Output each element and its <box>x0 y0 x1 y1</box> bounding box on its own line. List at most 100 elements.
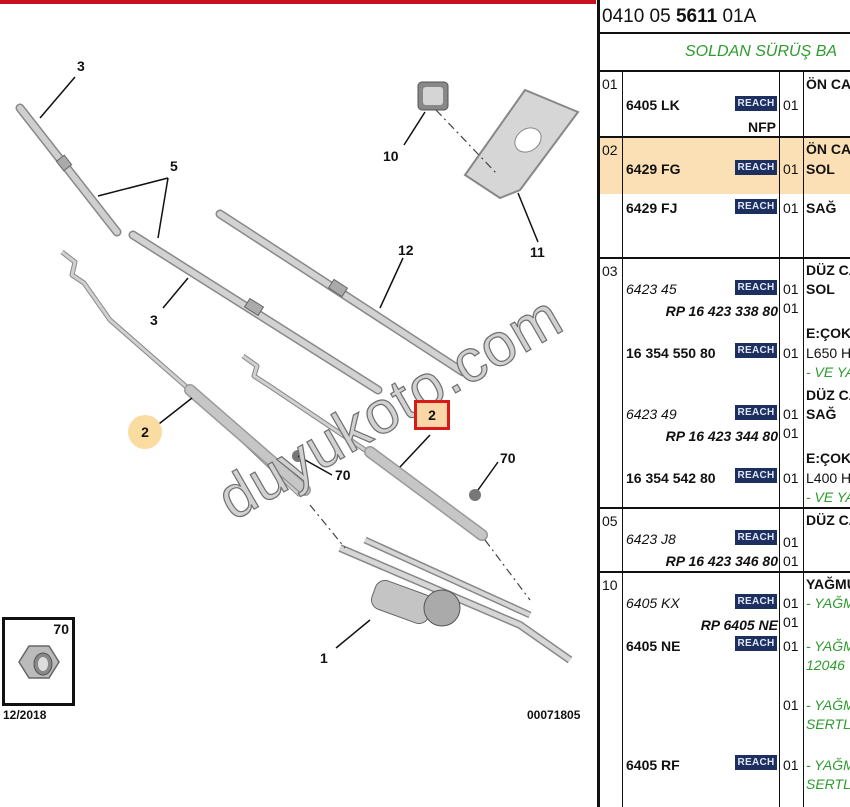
replacement-part[interactable]: RP 16 423 338 80 <box>665 303 778 319</box>
reach-badge: REACH <box>735 160 777 175</box>
group-number: 05 <box>602 513 618 529</box>
quantity: 01 <box>783 595 799 611</box>
callout-70-left[interactable]: 70 <box>335 467 351 483</box>
description: L400 H <box>806 470 850 486</box>
quantity: 01 <box>783 281 799 297</box>
quantity: 01 <box>783 553 799 569</box>
description-title: ÖN CA <box>806 141 850 157</box>
description: SAĞ <box>806 406 837 422</box>
part-group-03[interactable]: 03 6423 45 REACH 01 DÜZ CA SOL RP 16 423… <box>600 259 850 509</box>
wiper-blade-passenger[interactable] <box>215 209 468 377</box>
description-note-2: SERTL <box>806 716 850 732</box>
description-title: E:ÇOK <box>806 325 850 341</box>
part-number[interactable]: 6429 FJ <box>626 200 678 216</box>
replacement-part[interactable]: RP 16 423 346 80 <box>665 553 778 569</box>
part-number[interactable]: 6423 49 <box>626 406 677 422</box>
description-note-2: 12046 <box>806 657 845 673</box>
part-number[interactable]: 6405 RF <box>626 757 680 773</box>
callout-3-mid[interactable]: 3 <box>150 312 158 328</box>
exploded-view-drawing <box>15 76 580 664</box>
description-note: - YAĞM <box>806 595 850 611</box>
wiper-arm-driver[interactable] <box>60 250 311 497</box>
header-suffix: 01A <box>717 6 757 27</box>
quantity: 01 <box>783 757 799 773</box>
part-group-05[interactable]: 05 6423 J8 REACH 01 DÜZ CA RP 16 423 346… <box>600 509 850 573</box>
part-group-01[interactable]: 01 6405 LK REACH 01 ÖN CA NFP <box>600 72 850 138</box>
part-number[interactable]: 6405 KX <box>626 595 680 611</box>
reach-badge: REACH <box>735 594 777 609</box>
quantity: 01 <box>783 300 799 316</box>
group-number: 02 <box>602 142 618 158</box>
part-number[interactable]: 6423 J8 <box>626 531 676 547</box>
description-note-2: SERTL <box>806 776 850 792</box>
quantity: 01 <box>783 200 799 216</box>
reach-badge: REACH <box>735 530 777 545</box>
description-title: DÜZ CA <box>806 387 850 403</box>
replacement-part[interactable]: RP 6405 NE <box>700 617 778 633</box>
reach-badge: REACH <box>735 199 777 214</box>
description-note: - YAĞM <box>806 757 850 773</box>
callout-2-selected[interactable]: 2 <box>414 400 450 430</box>
callout-2-highlighted[interactable]: 2 <box>128 415 162 449</box>
reach-badge: REACH <box>735 405 777 420</box>
wiper-arm-passenger[interactable] <box>241 353 488 541</box>
reach-badge: REACH <box>735 280 777 295</box>
rain-sensor[interactable] <box>417 81 449 111</box>
quantity: 01 <box>783 345 799 361</box>
description: ÖN CA <box>806 76 850 92</box>
wiper-blade-left-small[interactable] <box>15 103 122 237</box>
replacement-part[interactable]: RP 16 423 344 80 <box>665 428 778 444</box>
reach-badge: REACH <box>735 636 777 651</box>
description-note: - YAĞM <box>806 697 850 713</box>
nut-inset[interactable]: 70 <box>2 617 75 706</box>
callout-70-right[interactable]: 70 <box>500 450 516 466</box>
nut-icon <box>18 645 60 679</box>
quantity: 01 <box>783 638 799 654</box>
description-note: - VE YA <box>806 489 850 505</box>
group-number: 10 <box>602 577 618 593</box>
reach-badge: REACH <box>735 96 777 111</box>
nut-inset-number: 70 <box>53 621 69 637</box>
top-accent-bar <box>0 0 596 4</box>
parts-subheader: SOLDAN SÜRÜŞ BA <box>600 34 850 72</box>
parts-diagram: duyukoto.com 3 5 3 12 10 11 2 2 70 70 1 … <box>0 0 596 722</box>
part-group-02[interactable]: 02 6429 FG REACH 01 ÖN CA SOL 6429 FJ RE… <box>600 138 850 259</box>
callout-12[interactable]: 12 <box>398 242 414 258</box>
callout-10[interactable]: 10 <box>383 148 399 164</box>
part-number[interactable]: 16 354 542 80 <box>626 470 716 486</box>
nut-right[interactable] <box>469 489 481 501</box>
parts-list-panel: 0410 05 5611 01A SOLDAN SÜRÜŞ BA 01 6405… <box>597 0 850 807</box>
part-number[interactable]: 16 354 550 80 <box>626 345 716 361</box>
group-number: 03 <box>602 263 618 279</box>
part-number[interactable]: 6429 FG <box>626 161 681 177</box>
description: L650 H <box>806 345 850 361</box>
nfp-label: NFP <box>748 119 776 135</box>
description-title: E:ÇOK <box>806 450 850 466</box>
parts-header: 0410 05 5611 01A <box>600 0 850 34</box>
part-number[interactable]: 6423 45 <box>626 281 677 297</box>
reach-badge: REACH <box>735 468 777 483</box>
quantity: 01 <box>783 470 799 486</box>
description: SAĞ <box>806 200 837 216</box>
callout-5[interactable]: 5 <box>170 158 178 174</box>
selected-row-highlight <box>600 138 850 194</box>
quantity: 01 <box>783 614 799 630</box>
quantity: 01 <box>783 161 799 177</box>
sensor-bracket[interactable] <box>463 88 580 200</box>
quantity: 01 <box>783 425 799 441</box>
reach-badge: REACH <box>735 343 777 358</box>
header-prefix: 0410 05 <box>602 6 676 27</box>
part-group-10[interactable]: 10 6405 KX REACH 01 YAĞMU - YAĞM RP 6405… <box>600 573 850 807</box>
description-title: YAĞMU <box>806 576 850 592</box>
callout-3-top[interactable]: 3 <box>77 58 85 74</box>
wiper-blade-driver[interactable] <box>128 230 383 395</box>
wiper-motor-linkage[interactable] <box>338 536 573 664</box>
description-note: - YAĞM <box>806 638 850 654</box>
diagram-date: 12/2018 <box>3 708 47 722</box>
part-number[interactable]: 6405 NE <box>626 638 681 654</box>
part-number[interactable]: 6405 LK <box>626 97 680 113</box>
callout-1[interactable]: 1 <box>320 650 328 666</box>
description-title: DÜZ CA <box>806 262 850 278</box>
description-title: DÜZ CA <box>806 512 850 528</box>
callout-11[interactable]: 11 <box>530 244 545 260</box>
